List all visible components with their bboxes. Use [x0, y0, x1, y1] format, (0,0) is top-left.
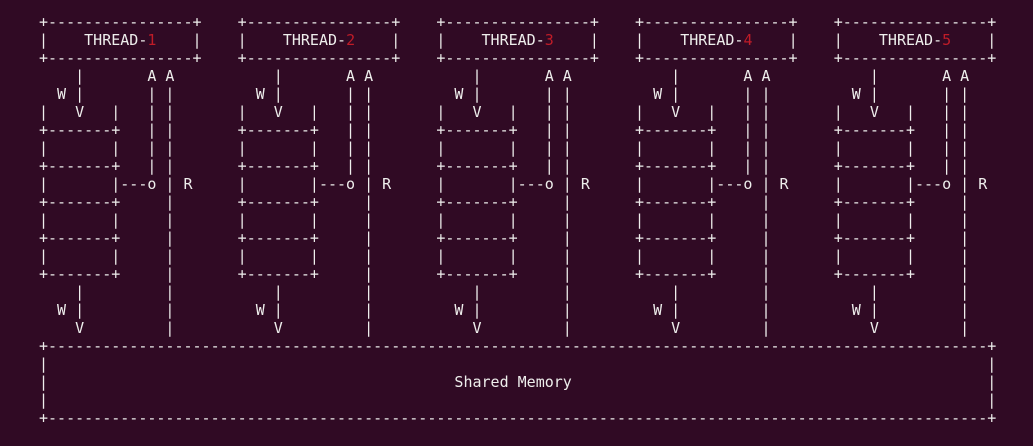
thread-number: 5: [942, 31, 952, 49]
thread-number: 3: [544, 31, 554, 49]
terminal-ascii-art: +----------------+ +----------------+ +-…: [39, 13, 997, 427]
thread-number: 2: [346, 31, 356, 49]
thread-number: 1: [147, 31, 157, 49]
thread-number: 4: [743, 31, 753, 49]
